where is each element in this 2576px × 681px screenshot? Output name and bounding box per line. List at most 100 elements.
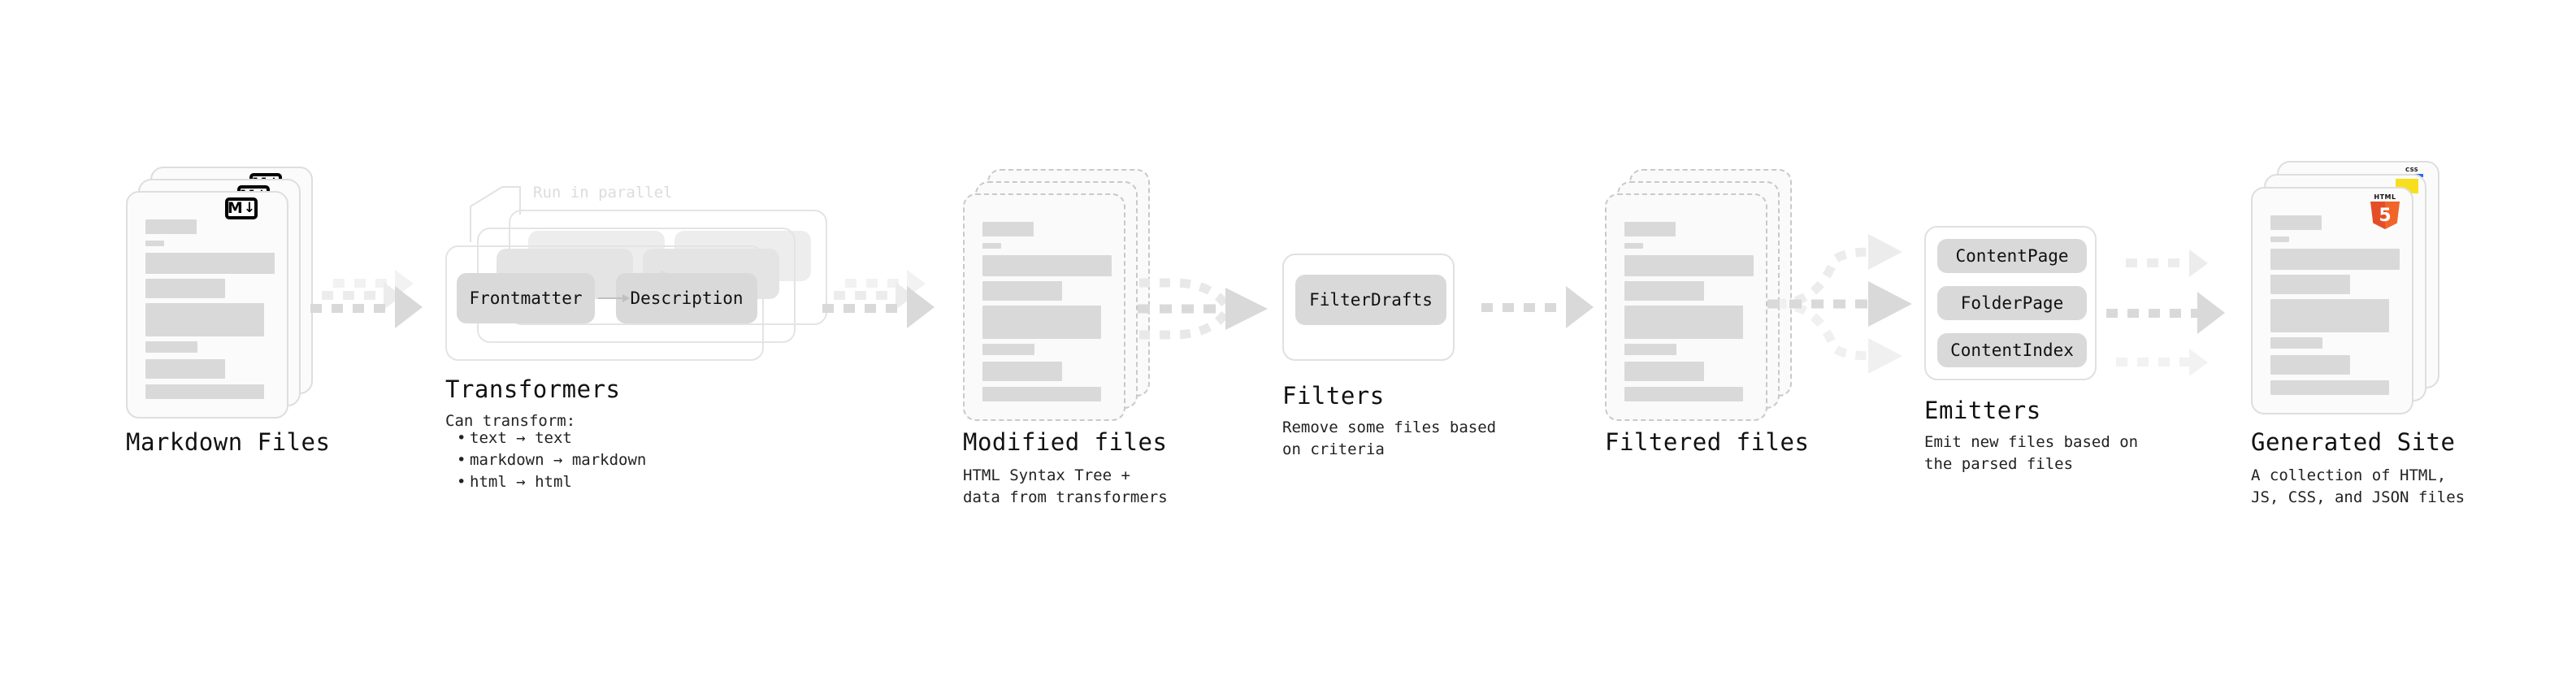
transformer-box-front: Frontmatter Description (445, 245, 764, 361)
arrow-dash (834, 291, 899, 300)
stage-title-transformers: Transformers (445, 375, 621, 403)
generated-site-stack: CSS HTML 5 (2251, 161, 2446, 421)
transform-bullet: •markdown → markdown (457, 451, 647, 469)
content-bar (1624, 255, 1754, 276)
content-bar (145, 384, 264, 399)
flow-arrow-2 (822, 270, 952, 348)
merge-arrow-icon (1138, 278, 1268, 340)
stage-desc-emitters: Emit new files based on the parsed files (1924, 433, 2139, 473)
run-in-parallel-label: Run in parallel (533, 184, 673, 202)
arrow-dash (845, 279, 910, 288)
stage-title-filters: Filters (1282, 382, 1385, 410)
content-bar (2270, 299, 2389, 332)
transformer-arrow (598, 294, 630, 302)
arrow-head (1566, 286, 1594, 328)
modified-files-stack (963, 169, 1150, 421)
stage-title-modified-files: Modified files (963, 428, 1168, 456)
arrow-head (2189, 249, 2208, 277)
emitter-chip-contentpage[interactable]: ContentPage (1937, 239, 2087, 273)
flow-arrow-4 (1481, 286, 1611, 335)
flow-arrow-5-branch (1767, 218, 1918, 388)
content-bar (1624, 387, 1743, 401)
arrow-head (2197, 292, 2225, 334)
content-bar (2270, 380, 2389, 395)
content-bar (982, 306, 1101, 339)
stage-title-generated-site: Generated Site (2251, 428, 2456, 456)
arrow-dash (2116, 358, 2194, 367)
filtered-files-stack (1605, 169, 1792, 421)
transform-bullet: •text → text (457, 429, 572, 447)
emitter-chip-folderpage[interactable]: FolderPage (1937, 286, 2087, 320)
arrow-dash (822, 304, 910, 313)
content-bar (982, 281, 1062, 301)
arrow-dash (2126, 258, 2194, 267)
content-bar (2270, 249, 2400, 270)
arrow-head (395, 286, 423, 328)
content-bar (145, 219, 197, 234)
content-bar (2270, 275, 2350, 294)
markdown-icon: M↓ (225, 197, 258, 219)
stage-title-markdown-files: Markdown Files (126, 428, 331, 456)
content-bar (1624, 344, 1676, 355)
flow-arrow-3-merge (1138, 258, 1272, 356)
content-bar (2270, 337, 2322, 349)
parallel-bracket-icon (470, 186, 521, 242)
transformer-chip-description[interactable]: Description (616, 273, 757, 323)
flow-arrow-6 (2106, 236, 2253, 376)
stage-title-emitters: Emitters (1924, 397, 2041, 424)
stage-title-filtered-files: Filtered files (1605, 428, 1810, 456)
markdown-arrow: ↓ (243, 200, 256, 216)
content-bar (2270, 236, 2289, 242)
arrow-head (907, 286, 935, 328)
emitter-chip-contentindex[interactable]: ContentIndex (1937, 333, 2087, 367)
stage-desc-filters: Remove some files based on criteria (1282, 419, 1497, 458)
arrow-head (2189, 349, 2208, 376)
filters-group: FilterDrafts (1282, 254, 1455, 361)
content-bar (982, 387, 1101, 401)
flow-arrow-1 (310, 270, 440, 348)
transform-bullets: •text → text •markdown → markdown •html … (452, 427, 646, 493)
transformer-chip-frontmatter[interactable]: Frontmatter (457, 273, 595, 323)
html5-shield-light (2385, 202, 2400, 229)
modified-card-front (963, 193, 1125, 421)
stage-desc-modified-files: HTML Syntax Tree + data from transformer… (963, 466, 1168, 506)
content-bar (982, 344, 1034, 355)
content-bar (1624, 362, 1704, 381)
arrow-dash (322, 291, 387, 300)
content-bar (145, 253, 275, 274)
markdown-files-stack: M↓ M↓ M↓ (126, 167, 313, 419)
markdown-card-front (126, 191, 288, 419)
arrow-dash (1481, 303, 1571, 312)
markdown-letter: M (227, 199, 243, 217)
transform-bullet: •html → html (457, 473, 572, 491)
content-bar (982, 362, 1062, 381)
arrow-dash (333, 279, 398, 288)
stage-desc-transformers: Can transform: (445, 412, 576, 430)
content-bar (145, 359, 225, 379)
arrow-dash (2106, 309, 2202, 318)
content-bar (145, 341, 197, 353)
html5-icon: HTML 5 (2370, 193, 2400, 229)
content-bar (1624, 306, 1743, 339)
css-label: CSS (2405, 167, 2418, 173)
content-bar (145, 303, 264, 336)
filter-chip-filterdrafts[interactable]: FilterDrafts (1295, 275, 1446, 325)
content-bar (1624, 243, 1643, 249)
content-bar (2270, 355, 2350, 375)
content-bar (145, 279, 225, 298)
content-bar (982, 222, 1034, 236)
stage-desc-generated-site: A collection of HTML, JS, CSS, and JSON … (2251, 466, 2465, 506)
content-bar (2270, 215, 2322, 230)
content-bar (982, 243, 1001, 249)
html5-number: 5 (2379, 206, 2392, 226)
html5-label: HTML (2374, 193, 2396, 201)
emitters-group: ContentPage FolderPage ContentIndex (1924, 226, 2097, 380)
content-bar (1624, 222, 1676, 236)
transformers-group: Run in parallel Frontmatter Description (445, 184, 827, 362)
content-bar (1624, 281, 1704, 301)
branch-arrow-icon (1767, 234, 1912, 374)
content-bar (145, 241, 164, 246)
content-bar (982, 255, 1112, 276)
arrow-dash (310, 304, 398, 313)
